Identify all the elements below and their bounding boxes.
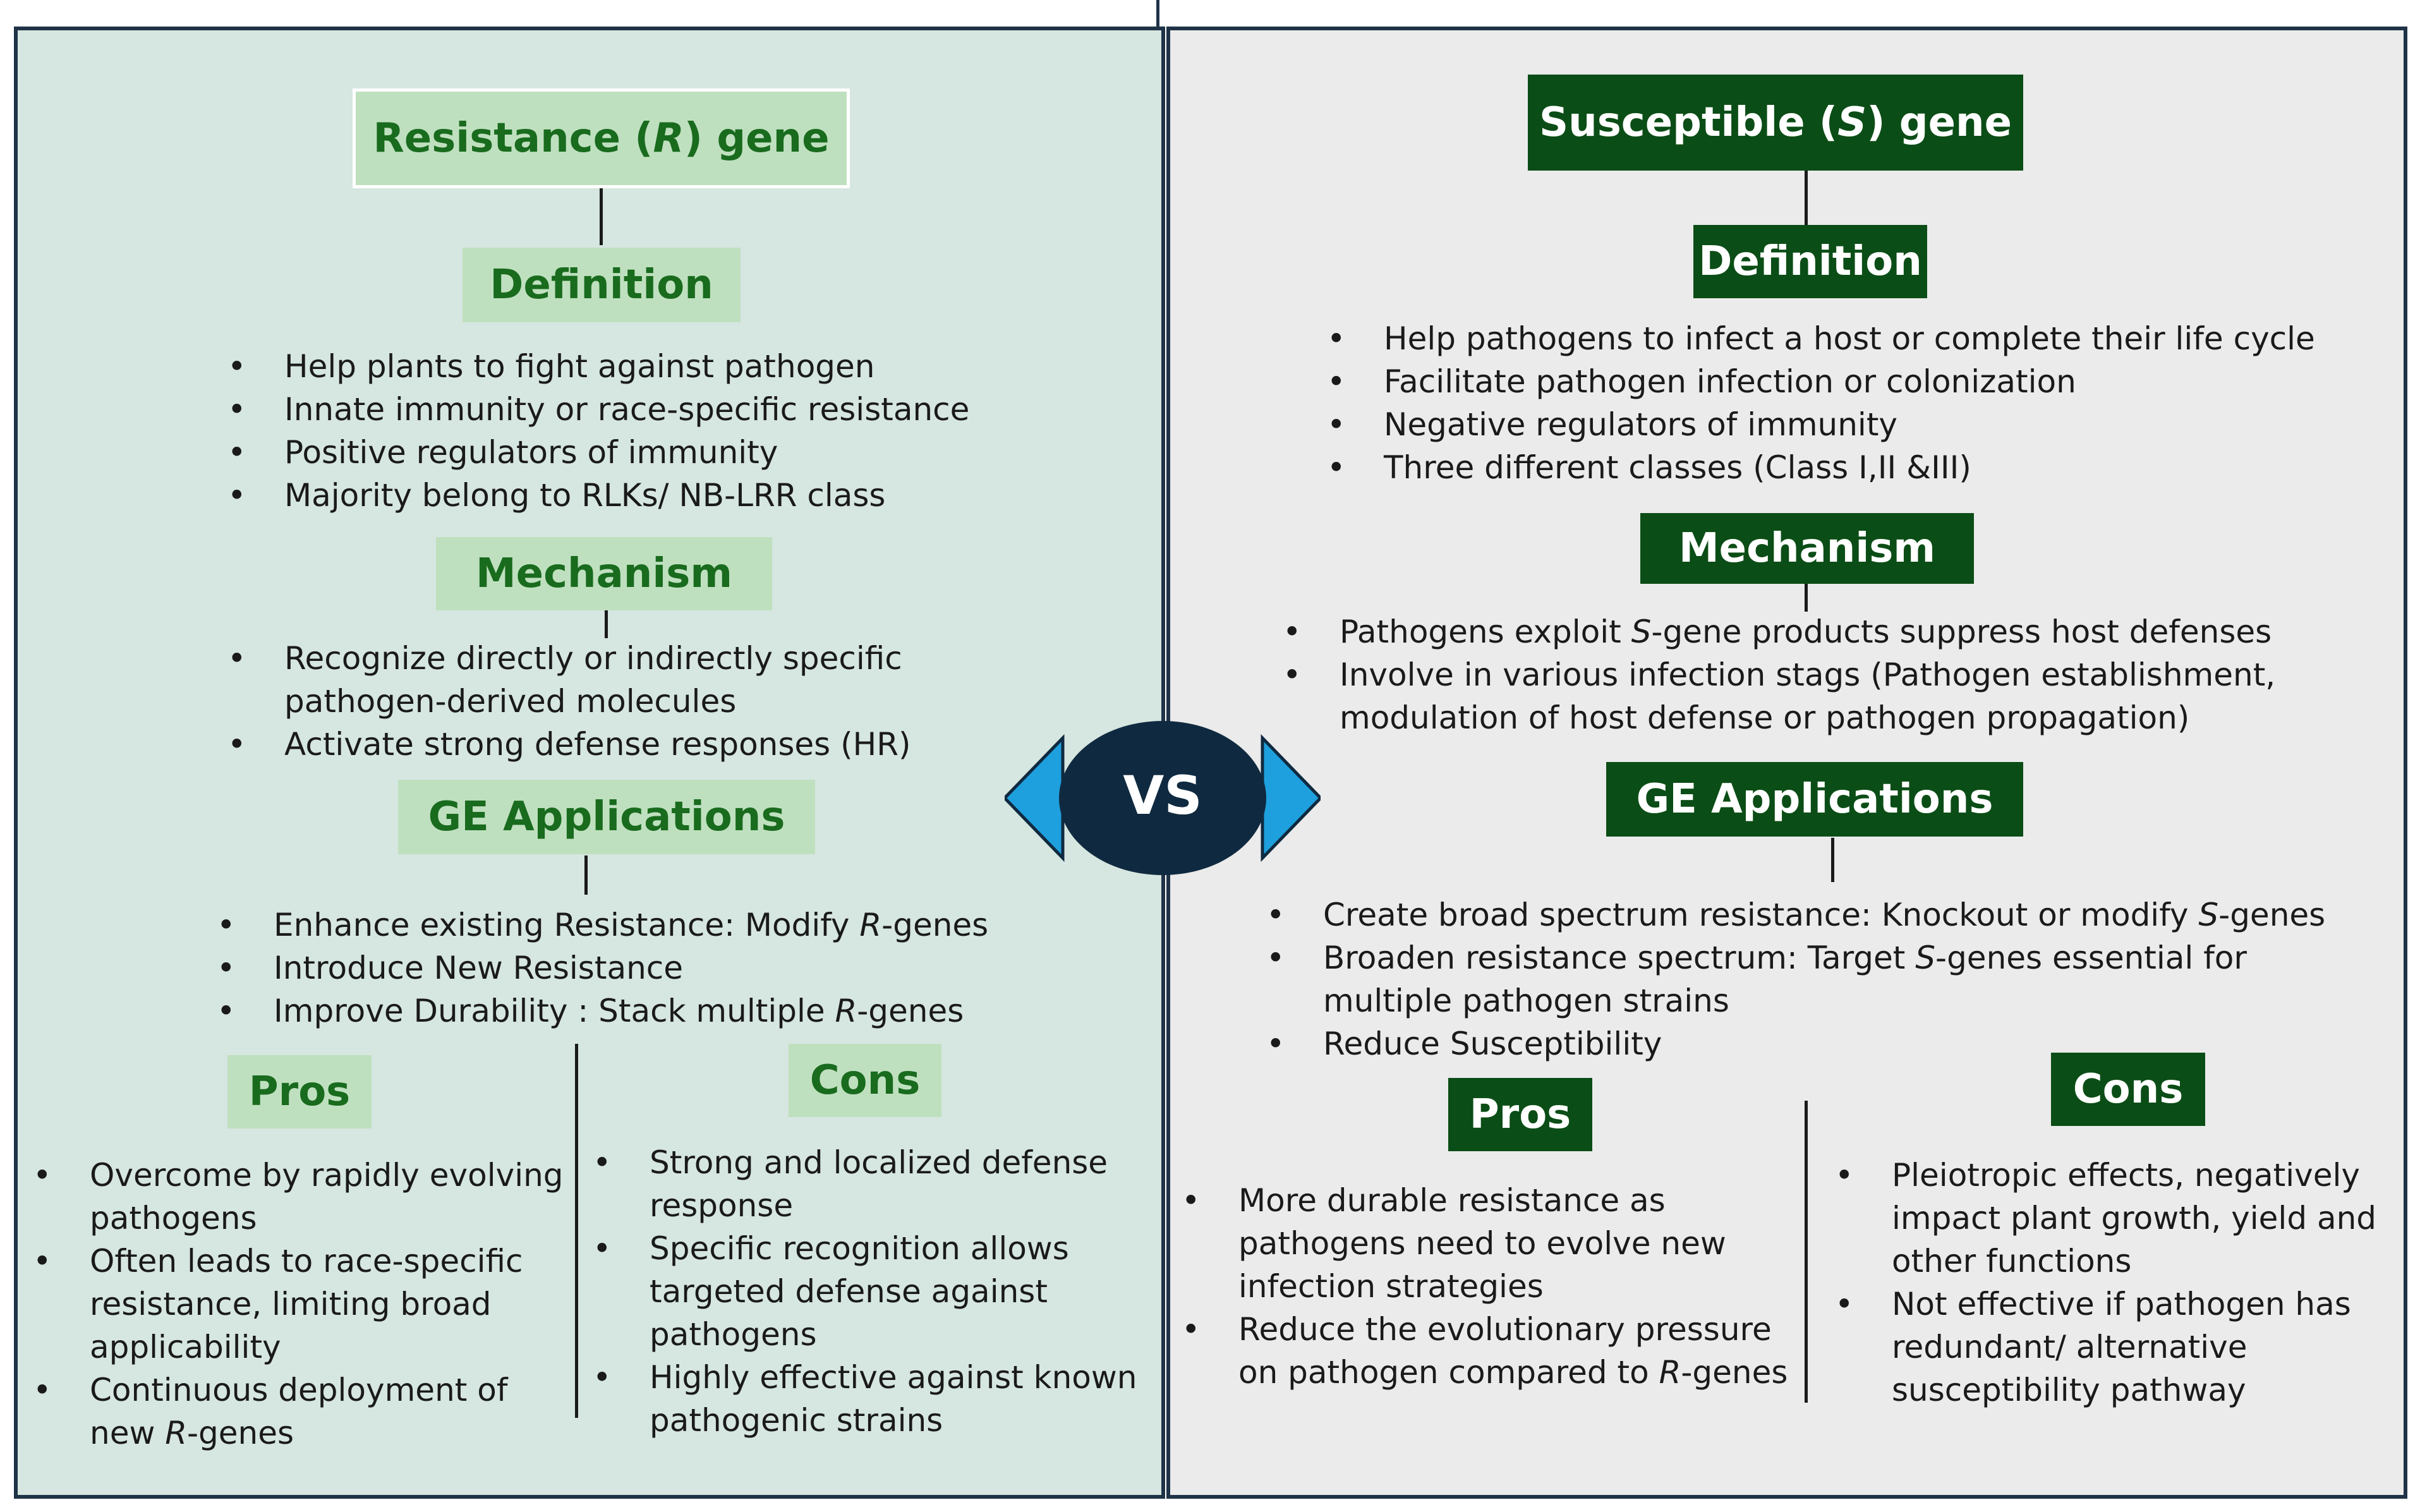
resistance-gene-title: Resistance (R) gene xyxy=(353,88,850,188)
left-pros-list: Overcome by rapidly evolving pathogens O… xyxy=(33,1154,564,1455)
list-item: Activate strong defense responses (HR) xyxy=(227,723,935,766)
list-item: Reduce Susceptibility xyxy=(1266,1022,2372,1065)
connector-line xyxy=(1831,838,1834,882)
list-item: Help pathogens to infect a host or compl… xyxy=(1327,317,2388,360)
list-item: Enhance existing Resistance: Modify R-ge… xyxy=(217,904,1101,947)
left-cons-header: Cons xyxy=(789,1044,941,1117)
list-item: Often leads to race-specific resistance,… xyxy=(33,1240,564,1369)
vs-label: VS xyxy=(1123,765,1202,826)
right-pros-list: More durable resistance as pathogens nee… xyxy=(1182,1179,1788,1394)
right-arrow-icon xyxy=(1261,734,1321,862)
vs-badge: VS xyxy=(1005,721,1321,875)
connector-line xyxy=(1805,584,1808,612)
connector-line xyxy=(584,856,588,895)
connector-line xyxy=(605,610,608,638)
right-mechanism-header: Mechanism xyxy=(1640,513,1974,584)
left-definition-header: Definition xyxy=(463,248,741,322)
top-divider-tick xyxy=(1156,0,1159,30)
susceptible-gene-title: Susceptible (S) gene xyxy=(1528,75,2023,171)
list-item: Three different classes (Class I,II &III… xyxy=(1327,446,2388,489)
list-item: Not effective if pathogen has redundant/… xyxy=(1835,1283,2385,1412)
list-item: Involve in various infection stags (Path… xyxy=(1283,653,2344,739)
right-definition-list: Help pathogens to infect a host or compl… xyxy=(1327,317,2388,489)
left-ge-applications-header: GE Applications xyxy=(398,780,815,854)
list-item: Pleiotropic effects, negatively impact p… xyxy=(1835,1154,2385,1283)
right-ge-applications-header: GE Applications xyxy=(1606,762,2023,837)
connector-line xyxy=(1805,171,1808,226)
left-mechanism-list: Recognize directly or indirectly specifi… xyxy=(227,637,935,766)
list-item: Overcome by rapidly evolving pathogens xyxy=(33,1154,564,1240)
list-item: Specific recognition allows targeted def… xyxy=(593,1227,1142,1356)
right-cons-header: Cons xyxy=(2051,1053,2205,1126)
right-ge-applications-list: Create broad spectrum resistance: Knocko… xyxy=(1266,893,2372,1065)
connector-line xyxy=(600,188,603,245)
list-item: More durable resistance as pathogens nee… xyxy=(1182,1179,1788,1308)
right-definition-header: Definition xyxy=(1693,225,1927,298)
list-item: Recognize directly or indirectly specifi… xyxy=(227,637,935,723)
list-item: Negative regulators of immunity xyxy=(1327,403,2388,446)
right-mechanism-list: Pathogens exploit S-gene products suppre… xyxy=(1283,610,2344,739)
pros-cons-divider xyxy=(1805,1101,1808,1403)
list-item: Introduce New Resistance xyxy=(217,947,1101,989)
list-item: Highly effective against known pathogeni… xyxy=(593,1356,1142,1442)
list-item: Broaden resistance spectrum: Target S-ge… xyxy=(1266,936,2372,1022)
vs-oval xyxy=(1059,721,1266,875)
list-item: Improve Durability : Stack multiple R-ge… xyxy=(217,989,1101,1032)
left-definition-list: Help plants to fight against pathogen In… xyxy=(227,345,1112,517)
list-item: Majority belong to RLKs/ NB-LRR class xyxy=(227,474,1112,517)
left-cons-list: Strong and localized defense response Sp… xyxy=(593,1141,1142,1442)
left-mechanism-header: Mechanism xyxy=(436,537,772,610)
list-item: Facilitate pathogen infection or coloniz… xyxy=(1327,360,2388,403)
pros-cons-divider xyxy=(575,1044,578,1418)
list-item: Positive regulators of immunity xyxy=(227,431,1112,474)
list-item: Create broad spectrum resistance: Knocko… xyxy=(1266,893,2372,936)
right-pros-header: Pros xyxy=(1448,1078,1592,1151)
list-item: Strong and localized defense response xyxy=(593,1141,1142,1227)
list-item: Pathogens exploit S-gene products suppre… xyxy=(1283,610,2344,653)
list-item: Reduce the evolutionary pressure on path… xyxy=(1182,1308,1788,1394)
left-ge-applications-list: Enhance existing Resistance: Modify R-ge… xyxy=(217,904,1101,1032)
list-item: Continuous deployment of new R-genes xyxy=(33,1369,564,1455)
right-cons-list: Pleiotropic effects, negatively impact p… xyxy=(1835,1154,2385,1412)
left-arrow-icon xyxy=(1005,734,1065,862)
left-pros-header: Pros xyxy=(227,1055,372,1128)
list-item: Help plants to fight against pathogen xyxy=(227,345,1112,388)
list-item: Innate immunity or race-specific resista… xyxy=(227,388,1112,431)
